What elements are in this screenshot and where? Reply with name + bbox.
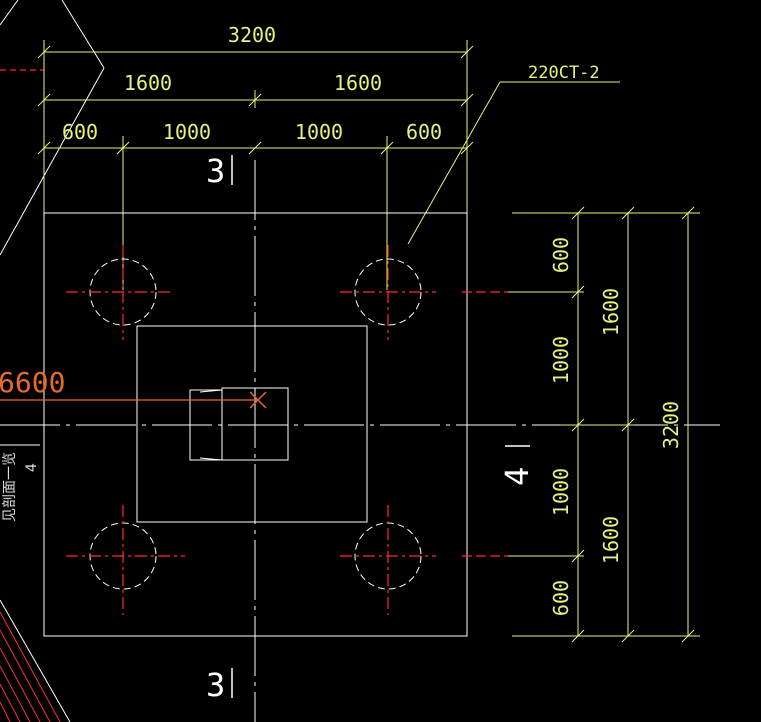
dim-top-half-right: 1600 <box>334 71 382 95</box>
dim-right-seg-2: 1000 <box>549 336 573 384</box>
dim-top-seg-3: 1000 <box>295 120 343 144</box>
dim-top-half-left: 1600 <box>124 71 172 95</box>
axis-label-bottom: 3 <box>206 666 225 704</box>
background-line <box>0 67 105 256</box>
background-line <box>0 0 19 26</box>
dim-top-seg-1: 600 <box>62 120 98 144</box>
dim-right-seg-3: 1000 <box>549 468 573 516</box>
dim-top-overall: 3200 <box>228 23 276 47</box>
axis-label-top: 3 <box>206 152 225 190</box>
right-dimension-group <box>508 206 700 643</box>
left-section-note-num: 4 <box>24 463 40 472</box>
dim-right-seg-1: 600 <box>549 237 573 273</box>
elevation-text: 6600 <box>0 366 65 399</box>
pile-bottom-left[interactable] <box>66 505 185 615</box>
dim-right-half-top: 1600 <box>599 288 623 336</box>
left-section-note: 见剖面一览 <box>2 452 18 522</box>
pile-top-left[interactable] <box>66 245 170 340</box>
column-symbol[interactable] <box>189 387 289 461</box>
dim-right-seg-4: 600 <box>549 580 573 616</box>
pile-type-label: 220CT-2 <box>528 63 600 83</box>
pedestal-outline[interactable] <box>136 325 368 523</box>
dim-top-seg-4: 600 <box>406 120 442 144</box>
dim-right-half-bottom: 1600 <box>599 516 623 564</box>
axis-label-right: 4 <box>498 467 536 486</box>
hatch-area <box>0 611 61 722</box>
dim-right-overall: 3200 <box>659 401 683 449</box>
pile-label-leader <box>407 81 620 245</box>
pile-bottom-right[interactable] <box>340 505 436 615</box>
dim-top-seg-2: 1000 <box>163 120 211 144</box>
pile-top-right[interactable] <box>340 245 436 340</box>
background-line <box>0 599 71 722</box>
background-line <box>61 0 105 69</box>
column-center-mark <box>249 391 267 409</box>
